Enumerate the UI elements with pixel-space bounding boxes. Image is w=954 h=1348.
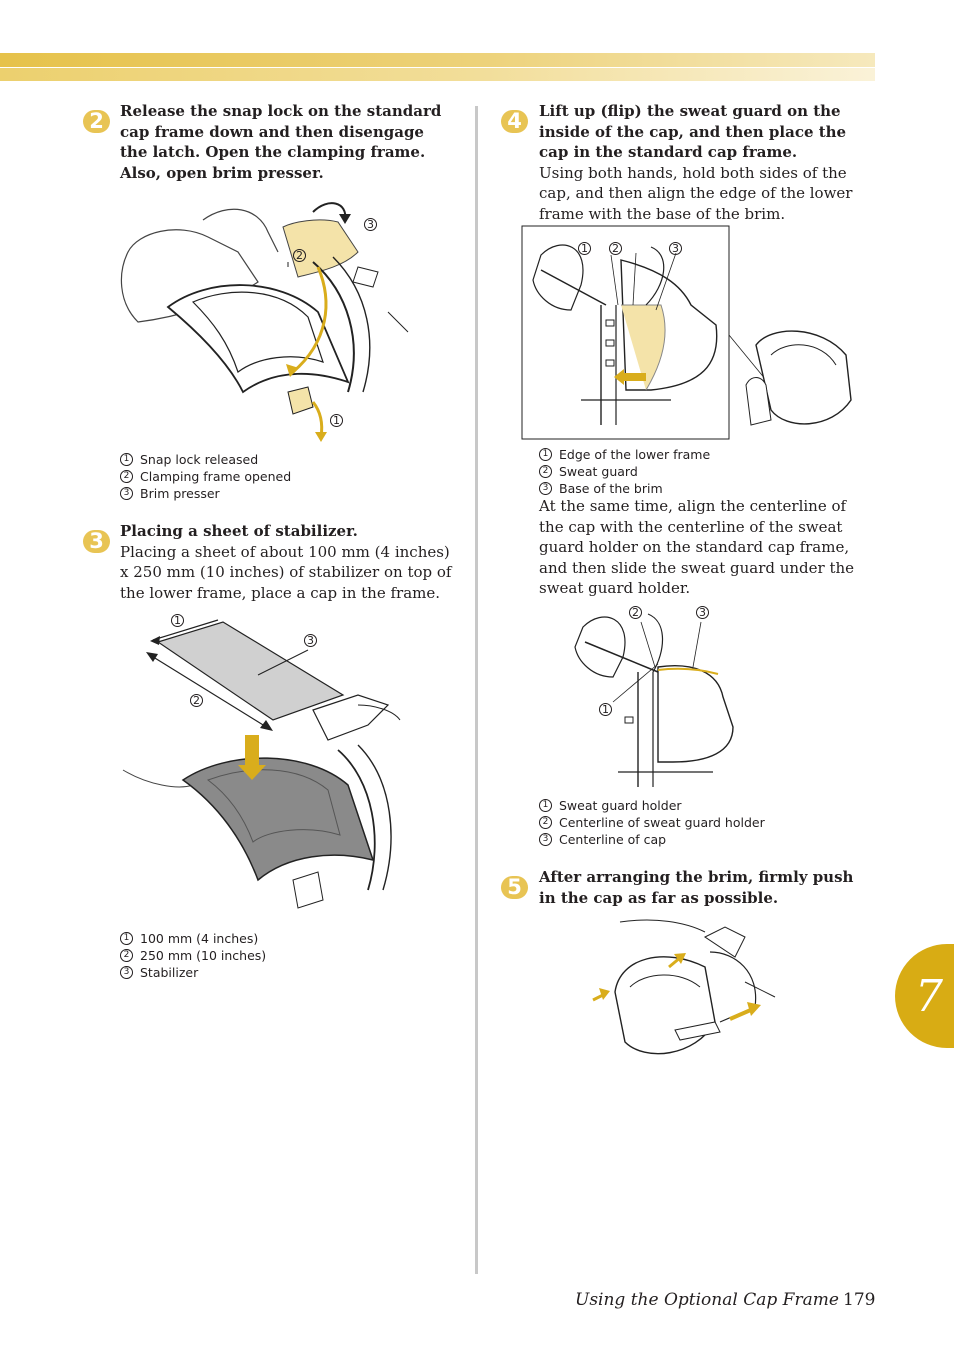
figure-stabilizer: 1 3 2 [118, 610, 408, 925]
legend-number: 3 [539, 833, 552, 846]
step-5: After arranging the brim, firmly push in… [539, 867, 869, 908]
figure-cap-frame-open: 3 2 1 [118, 192, 418, 447]
step-5-heading: After arranging the brim, firmly push in… [539, 868, 854, 907]
callout-clamping-frame: 2 [293, 249, 306, 262]
legend-item: 3 Base of the brim [539, 480, 710, 497]
legend-number: 3 [120, 487, 133, 500]
step-3-body: Placing a sheet of about 100 mm (4 inche… [120, 542, 452, 602]
legend-text: Base of the brim [559, 481, 663, 496]
callout-snap-lock: 1 [330, 414, 343, 427]
step-2-heading: Release the snap lock on the standard ca… [120, 102, 442, 182]
legend-text: 250 mm (10 inches) [140, 948, 267, 963]
column-divider [475, 106, 478, 1274]
legend-text: Sweat guard [559, 464, 638, 479]
legend-number: 2 [120, 470, 133, 483]
callout-250mm: 2 [190, 694, 203, 707]
legend-number: 1 [539, 448, 552, 461]
legend-text: Edge of the lower frame [559, 447, 711, 462]
chapter-number: 7 [915, 971, 943, 1022]
legend-item: 2 Centerline of sweat guard holder [539, 814, 765, 831]
step-3-legend: 1 100 mm (4 inches) 2 250 mm (10 inches) 3… [120, 930, 266, 981]
callout-sweat-guard: 2 [609, 242, 622, 255]
legend-item: 3 Centerline of cap [539, 831, 765, 848]
callout-edge-lower-frame: 1 [578, 242, 591, 255]
legend-item: 1 Snap lock released [120, 451, 291, 468]
step-5-badge: 5 [501, 876, 528, 899]
header-band-top [0, 53, 875, 67]
legend-text: Brim presser [140, 486, 220, 501]
legend-text: Centerline of cap [559, 832, 667, 847]
legend-text: Clamping frame opened [140, 469, 292, 484]
step-4: Lift up (flip) the sweat guard on the in… [539, 101, 874, 224]
legend-item: 1 Sweat guard holder [539, 797, 765, 814]
legend-text: Snap lock released [140, 452, 259, 467]
step-4-heading: Lift up (flip) the sweat guard on the in… [539, 102, 847, 161]
legend-number: 2 [539, 465, 552, 478]
legend-text: Stabilizer [140, 965, 199, 980]
callout-base-brim: 3 [669, 242, 682, 255]
step-4-body2: At the same time, align the centerline o… [539, 497, 855, 597]
callout-centerline-cap: 3 [696, 606, 709, 619]
step-3-badge: 3 [83, 530, 110, 553]
header-band-bottom [0, 68, 875, 81]
callout-sweat-guard-holder: 1 [599, 703, 612, 716]
step-2: Release the snap lock on the standard ca… [120, 101, 455, 183]
step-3: Placing a sheet of stabilizer. Placing a… [120, 521, 455, 603]
legend-text: 100 mm (4 inches) [140, 931, 259, 946]
legend-number: 1 [120, 453, 133, 466]
legend-number: 2 [120, 949, 133, 962]
footer-section-title: Using the Optional Cap Frame [575, 1290, 839, 1310]
step-4-legend2: 1 Sweat guard holder 2 Centerline of sweat… [539, 797, 765, 848]
legend-item: 3 Stabilizer [120, 964, 266, 981]
legend-item: 2 Sweat guard [539, 463, 710, 480]
step-4-badge: 4 [501, 110, 528, 133]
legend-number: 1 [539, 799, 552, 812]
figure-push-cap [585, 912, 785, 1067]
step-2-legend: 1 Snap lock released 2 Clamping frame open… [120, 451, 291, 502]
legend-item: 2 Clamping frame opened [120, 468, 291, 485]
callout-brim-presser: 3 [364, 218, 377, 231]
step-2-badge: 2 [83, 110, 110, 133]
callout-100mm: 1 [171, 614, 184, 627]
step-3-heading: Placing a sheet of stabilizer. [120, 522, 358, 540]
legend-number: 2 [539, 816, 552, 829]
legend-item: 3 Brim presser [120, 485, 291, 502]
legend-number: 1 [120, 932, 133, 945]
figure-sweat-guard-holder: 2 3 1 [573, 602, 743, 792]
legend-number: 3 [539, 482, 552, 495]
step-4-body: Using both hands, hold both sides of the… [539, 163, 853, 223]
figure-align-brim: 1 2 3 [521, 225, 861, 443]
legend-number: 3 [120, 966, 133, 979]
step-4-continued: At the same time, align the centerline o… [539, 496, 869, 599]
callout-stabilizer: 3 [304, 634, 317, 647]
page-number: 179 [843, 1290, 876, 1310]
legend-item: 2 250 mm (10 inches) [120, 947, 266, 964]
callout-centerline-holder: 2 [629, 606, 642, 619]
legend-text: Sweat guard holder [559, 798, 682, 813]
legend-text: Centerline of sweat guard holder [559, 815, 765, 830]
legend-item: 1 100 mm (4 inches) [120, 930, 266, 947]
legend-item: 1 Edge of the lower frame [539, 446, 710, 463]
